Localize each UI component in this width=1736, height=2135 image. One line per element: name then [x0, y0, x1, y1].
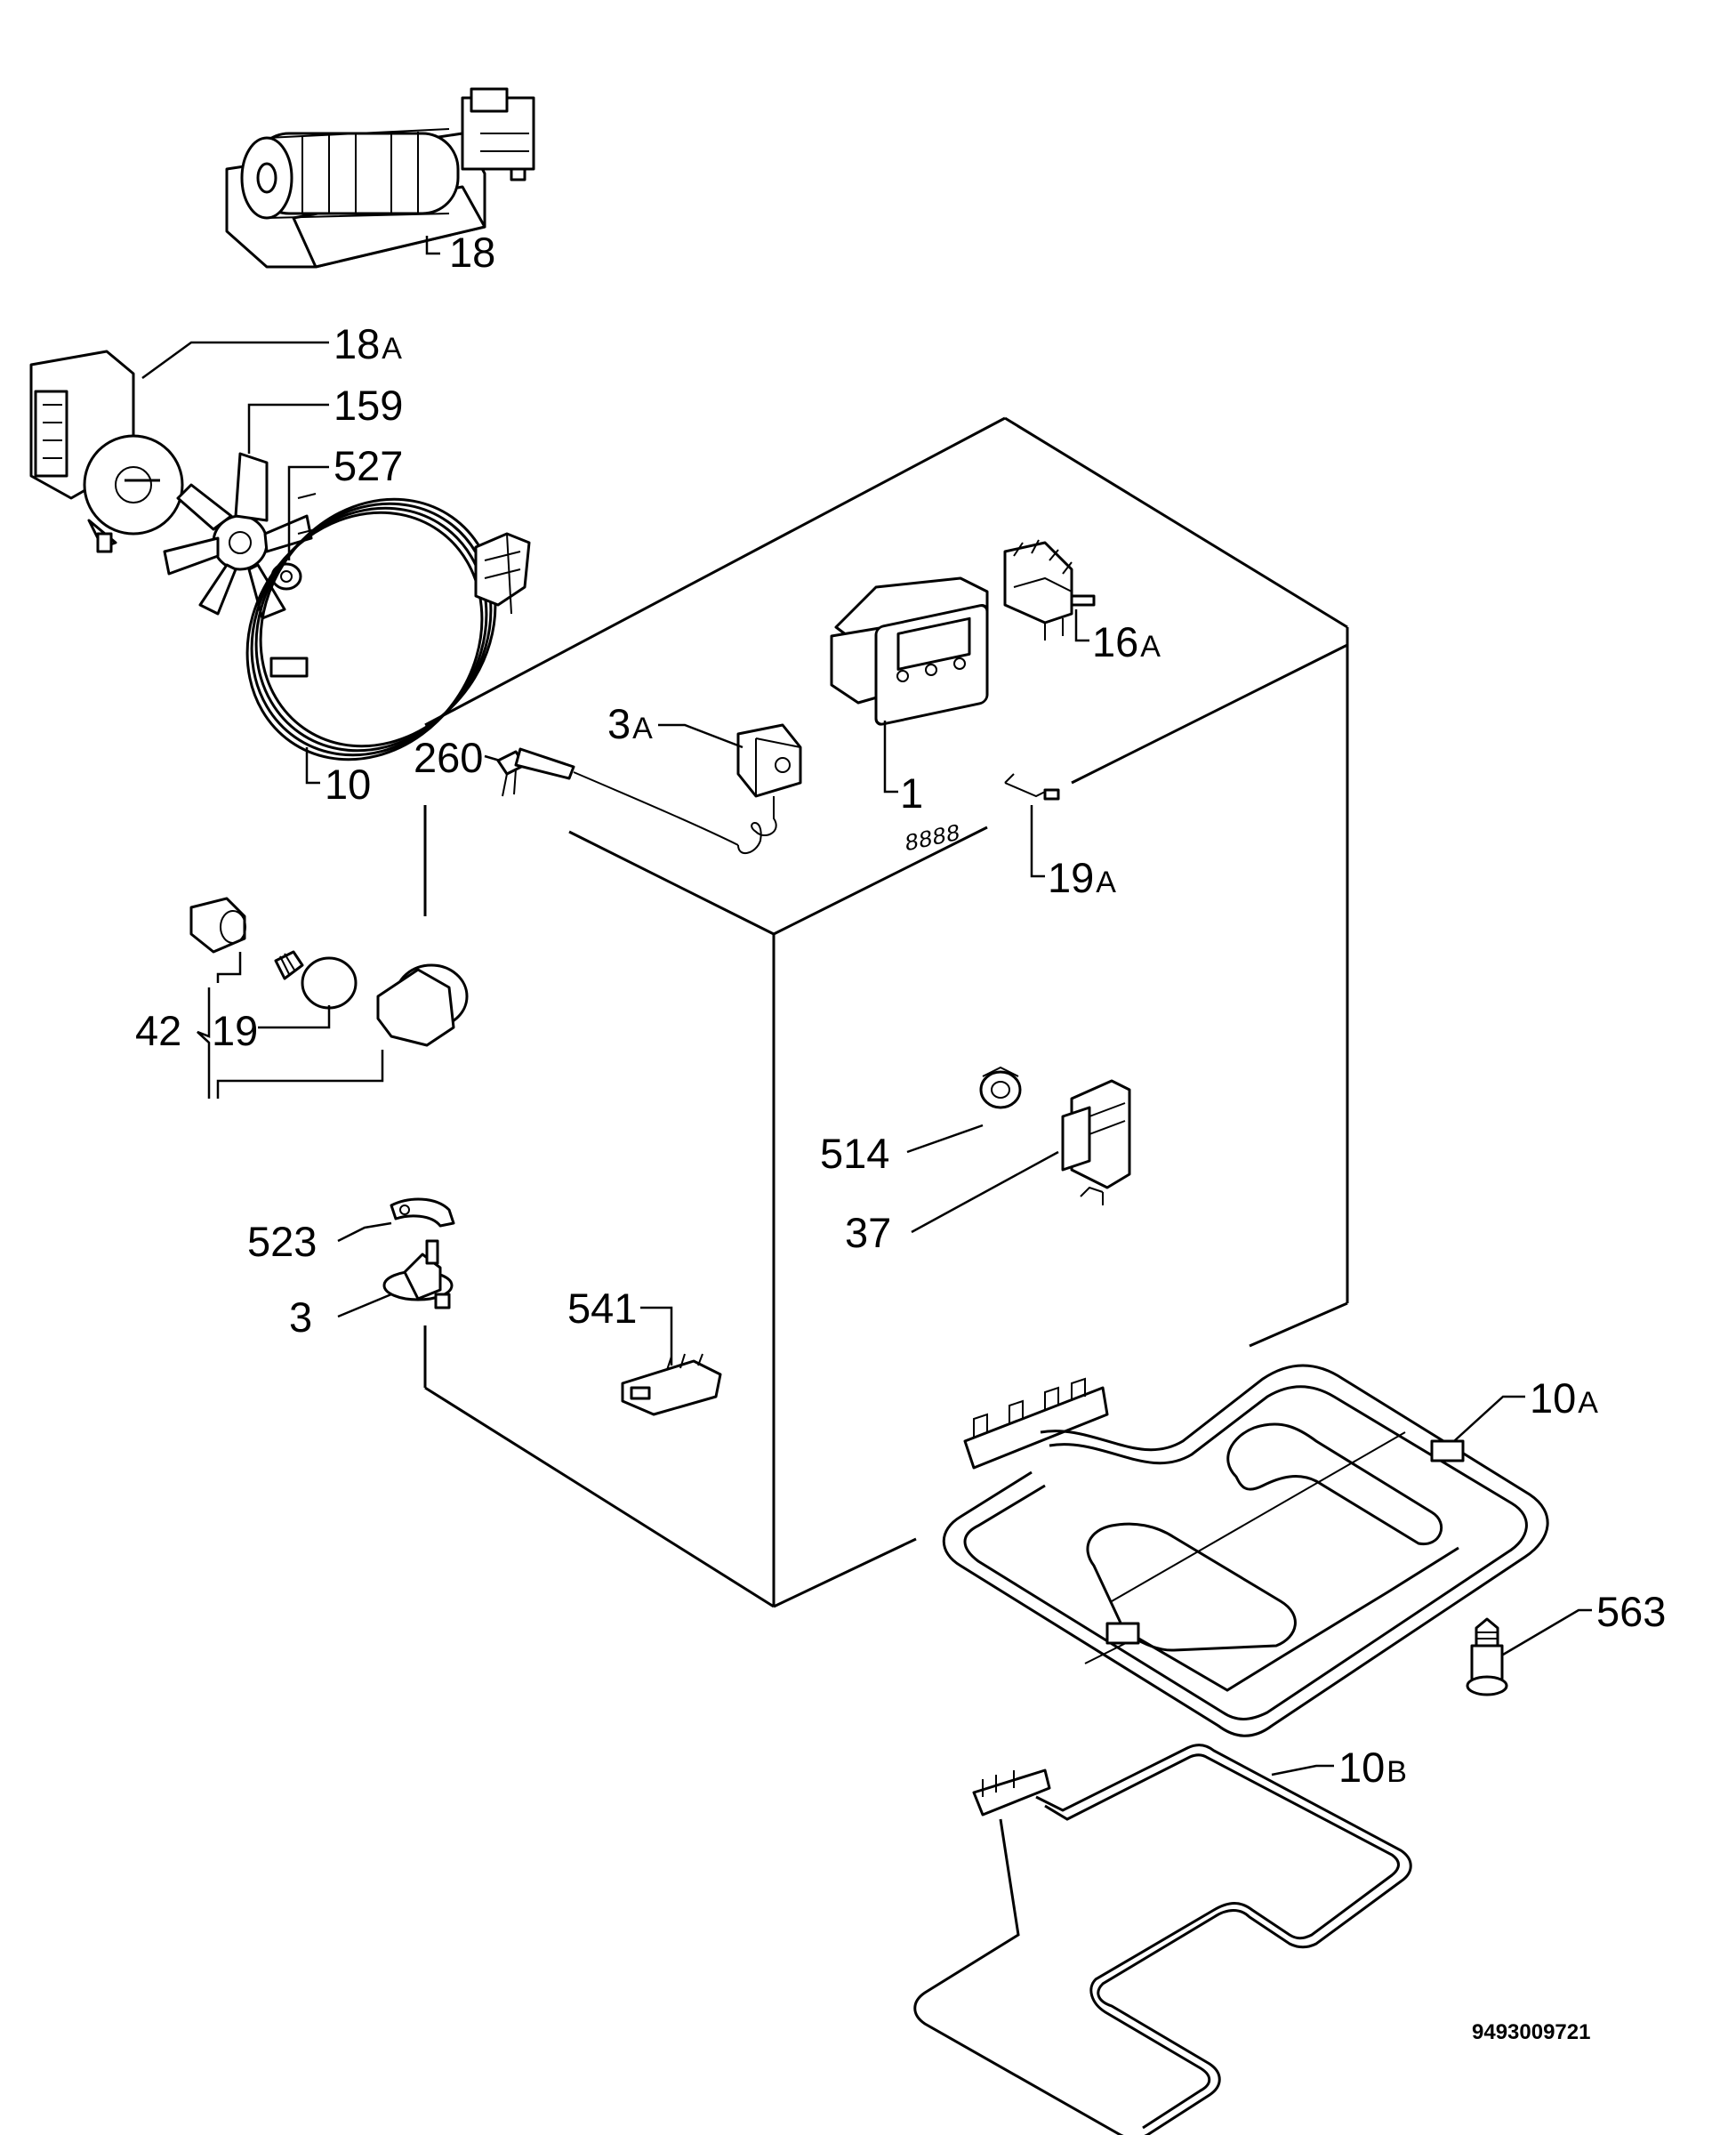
grommet-part — [979, 1066, 1022, 1109]
callout-514: 514 — [820, 1130, 889, 1177]
document-number: 9493009721 — [1472, 2020, 1590, 2044]
callout-159: 159 — [334, 382, 403, 429]
oven-sensor-part — [496, 747, 739, 846]
oven-lamp-part — [189, 897, 469, 1047]
tangential-fan-part — [225, 87, 535, 269]
bottom-heating-element-part — [913, 1744, 1412, 2135]
callout-1: 1 — [900, 769, 923, 817]
oven-cabinet — [423, 416, 1349, 1608]
connector-part — [621, 1353, 722, 1416]
terminal-block-part — [1061, 1079, 1131, 1205]
thermostat-capillary-part — [736, 723, 802, 854]
thermal-fuse-part — [1004, 773, 1060, 801]
circular-heating-element-part — [245, 497, 531, 761]
callout-19A: 19A — [1048, 854, 1116, 901]
timer-display-digits: 8888 — [905, 818, 960, 857]
thermostat-part — [382, 1239, 454, 1309]
electronic-timer-part: 8888 — [830, 576, 989, 857]
callout-18: 18 — [449, 229, 495, 276]
adjustable-foot-part — [1466, 1617, 1508, 1696]
callout-563: 563 — [1596, 1588, 1666, 1635]
callout-527: 527 — [334, 442, 403, 489]
motor-part — [29, 350, 184, 553]
callout-19: 19 — [212, 1007, 258, 1054]
callout-10: 10 — [325, 761, 371, 808]
callout-labels: 18 18A 159 527 10 260 3A 1 16A 19A 42 19… — [135, 229, 1666, 1791]
callout-42: 42 — [135, 1007, 181, 1054]
callout-3A: 3A — [607, 700, 653, 747]
grill-heating-element-part — [942, 1364, 1549, 1737]
callout-260: 260 — [414, 734, 483, 781]
callout-10A: 10A — [1530, 1374, 1598, 1422]
selector-switch-part — [1003, 539, 1096, 640]
callout-523: 523 — [247, 1218, 317, 1265]
callout-16A: 16A — [1092, 618, 1161, 665]
callout-3: 3 — [289, 1293, 312, 1341]
callout-37: 37 — [845, 1209, 891, 1256]
bracket-part — [390, 1197, 455, 1228]
callout-10B: 10B — [1338, 1744, 1407, 1791]
callout-541: 541 — [567, 1285, 637, 1332]
callout-18A: 18A — [334, 320, 402, 367]
